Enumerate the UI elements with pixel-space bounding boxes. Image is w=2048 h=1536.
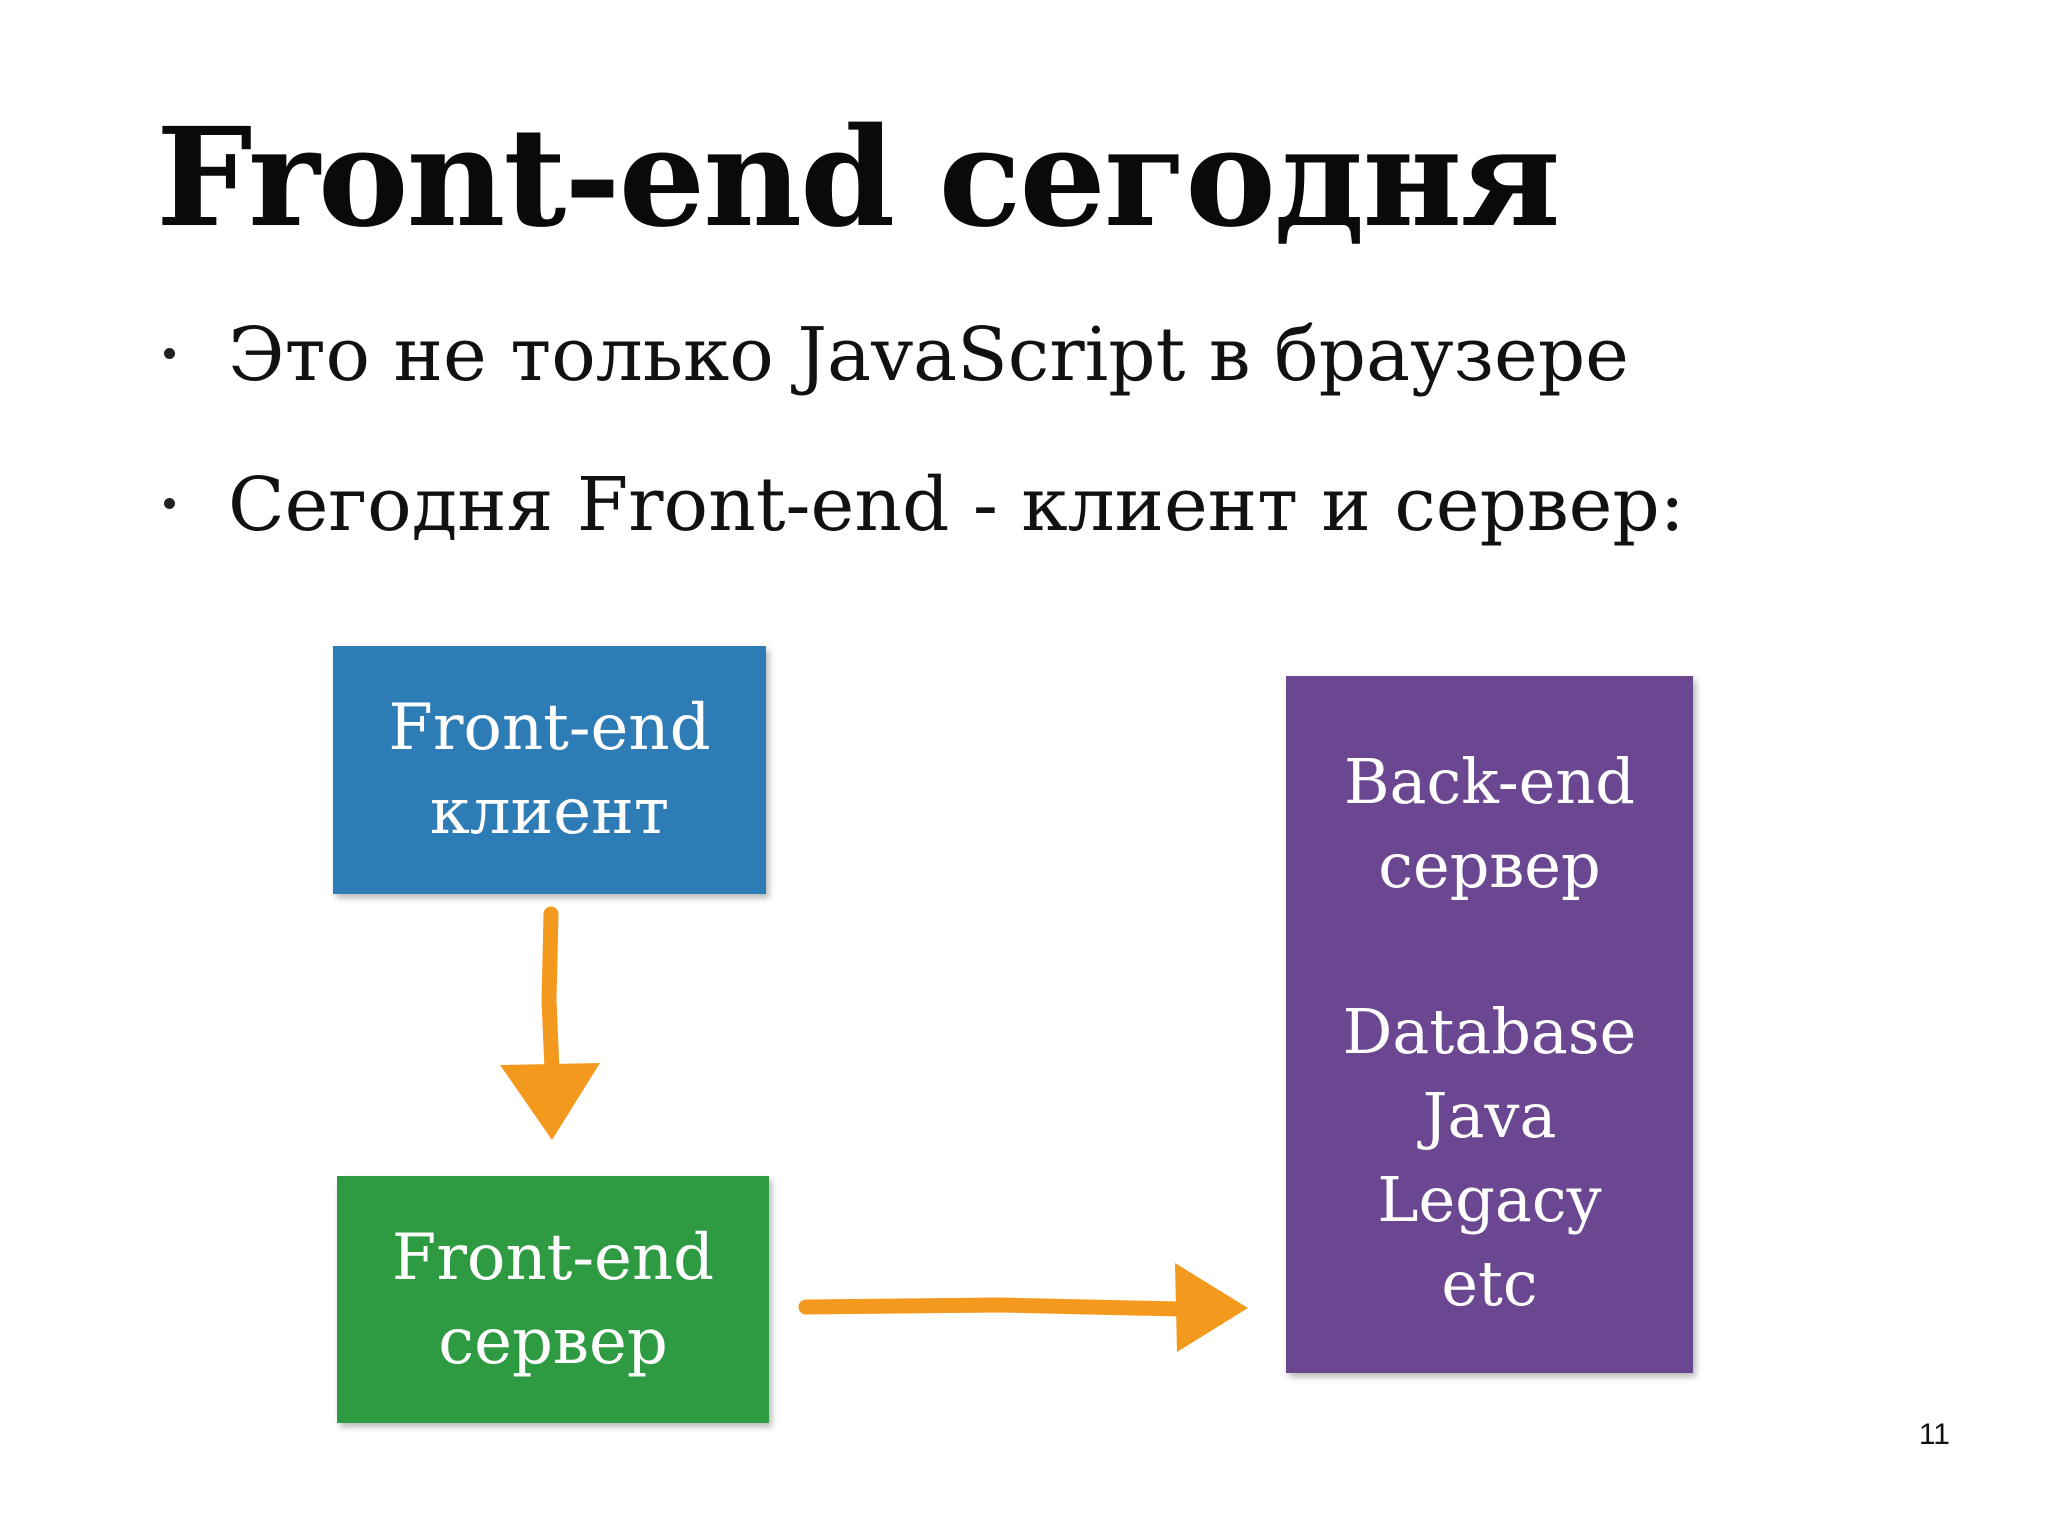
frontend-client-box: Front-end клиент xyxy=(333,646,766,894)
bullet-text: Сегодня Front-end - клиент и сервер: xyxy=(228,462,1685,548)
bullet-item: Это не только JavaScript в браузере xyxy=(160,318,1685,392)
bullet-list: Это не только JavaScript в браузере Сего… xyxy=(160,318,1685,618)
backend-detail-java: Java xyxy=(1422,1079,1557,1152)
bullet-dot-icon xyxy=(164,498,175,509)
backend-detail-database: Database xyxy=(1342,995,1637,1068)
frontend-server-label-line2: сервер xyxy=(438,1304,668,1379)
backend-detail-etc: etc xyxy=(1441,1247,1538,1320)
arrow-shaft-horizontal xyxy=(798,1297,1188,1317)
backend-label-line1: Back-end xyxy=(1344,745,1635,818)
arrow-head-right-icon xyxy=(1175,1263,1248,1352)
arrow-frontend-server-to-backend xyxy=(798,1263,1248,1352)
frontend-client-label-line2: клиент xyxy=(429,775,670,849)
arrow-head-down-icon xyxy=(500,1063,600,1140)
frontend-server-label-line1: Front-end xyxy=(391,1220,715,1295)
backend-detail-legacy: Legacy xyxy=(1377,1163,1602,1236)
bullet-item: Сегодня Front-end - клиент и сервер: xyxy=(160,468,1685,542)
frontend-server-box: Front-end сервер xyxy=(337,1176,769,1423)
arrow-shaft-vertical xyxy=(541,906,560,1078)
backend-server-box: Back-end сервер Database Java Legacy etc xyxy=(1286,676,1693,1373)
bullet-dot-icon xyxy=(164,348,175,359)
arrow-client-to-frontend-server xyxy=(500,906,600,1140)
bullet-text: Это не только JavaScript в браузере xyxy=(228,312,1629,398)
frontend-client-label-line1: Front-end xyxy=(388,691,711,765)
backend-label-line2: сервер xyxy=(1378,829,1601,902)
page-number: 11 xyxy=(1918,1418,1950,1451)
slide-title: Front-end сегодня xyxy=(156,98,1561,258)
